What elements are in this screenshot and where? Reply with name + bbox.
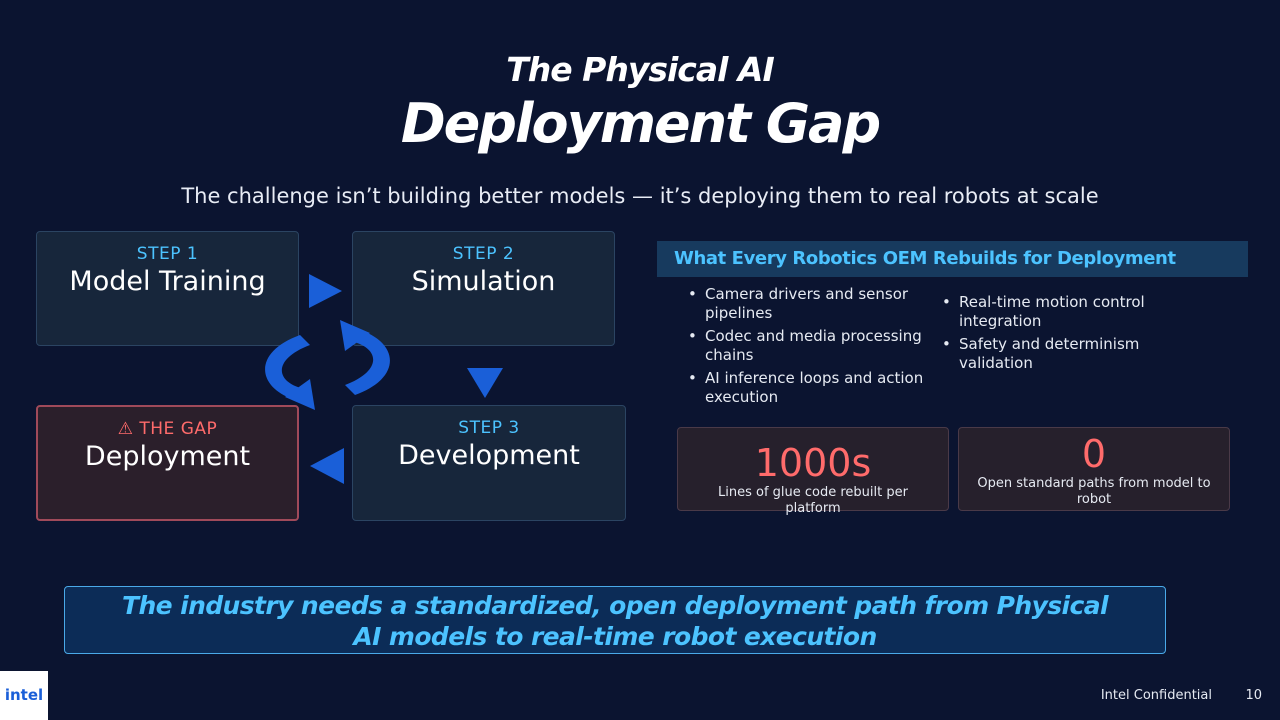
stat-card-open-paths: 0 Open standard paths from model to robo… (958, 427, 1230, 511)
page-number: 10 (1245, 688, 1262, 703)
step-label: STEP 2 (452, 244, 515, 264)
step-name: Simulation (411, 266, 556, 297)
bullet-list-left: Camera drivers and sensor pipelines Code… (686, 285, 936, 411)
step-box-development: STEP 3 Development (352, 405, 626, 521)
step-name: Deployment (84, 441, 251, 472)
callout-text: The industry needs a standardized, open … (121, 591, 1109, 651)
arrow-down-icon (467, 368, 503, 398)
list-item: Safety and determinism validation (940, 335, 1180, 373)
step-label: STEP 1 (136, 244, 199, 264)
list-item: Real-time motion control integration (940, 293, 1180, 331)
stat-caption: Lines of glue code rebuilt per platform (718, 485, 908, 516)
title-line-2: Deployment Gap (400, 92, 881, 155)
footer-confidential: Intel Confidential (1100, 688, 1212, 703)
step-box-deployment-gap: ⚠ THE GAP Deployment (36, 405, 299, 521)
subtitle: The challenge isn’t building better mode… (181, 184, 1099, 208)
bullet-list-right: Real-time motion control integration Saf… (940, 293, 1180, 377)
intel-logo: intel (0, 671, 48, 720)
step-box-simulation: STEP 2 Simulation (352, 231, 615, 346)
stat-value: 1000s (754, 441, 872, 485)
list-item: Camera drivers and sensor pipelines (686, 285, 936, 323)
step-label: STEP 3 (458, 418, 520, 438)
panel-header: What Every Robotics OEM Rebuilds for Dep… (657, 241, 1248, 277)
cycle-arrows-icon (265, 320, 390, 410)
list-item: Codec and media processing chains (686, 327, 936, 365)
arrow-right-icon (309, 274, 342, 308)
step-name: Model Training (69, 266, 266, 297)
list-item: AI inference loops and action execution (686, 369, 936, 407)
arrow-left-icon (310, 448, 344, 484)
stat-caption: Open standard paths from model to robot (977, 476, 1211, 507)
title-line-1: The Physical AI (506, 50, 774, 89)
stat-card-glue-code: 1000s Lines of glue code rebuilt per pla… (677, 427, 949, 516)
step-name: Development (398, 440, 580, 471)
callout-box: The industry needs a standardized, open … (64, 586, 1166, 654)
warning-icon: ⚠ (117, 419, 134, 439)
step-box-model-training: STEP 1 Model Training (36, 231, 299, 346)
stat-value: 0 (1081, 432, 1107, 476)
gap-label-text: THE GAP (139, 419, 218, 439)
gap-label: ⚠ THE GAP (38, 419, 297, 439)
